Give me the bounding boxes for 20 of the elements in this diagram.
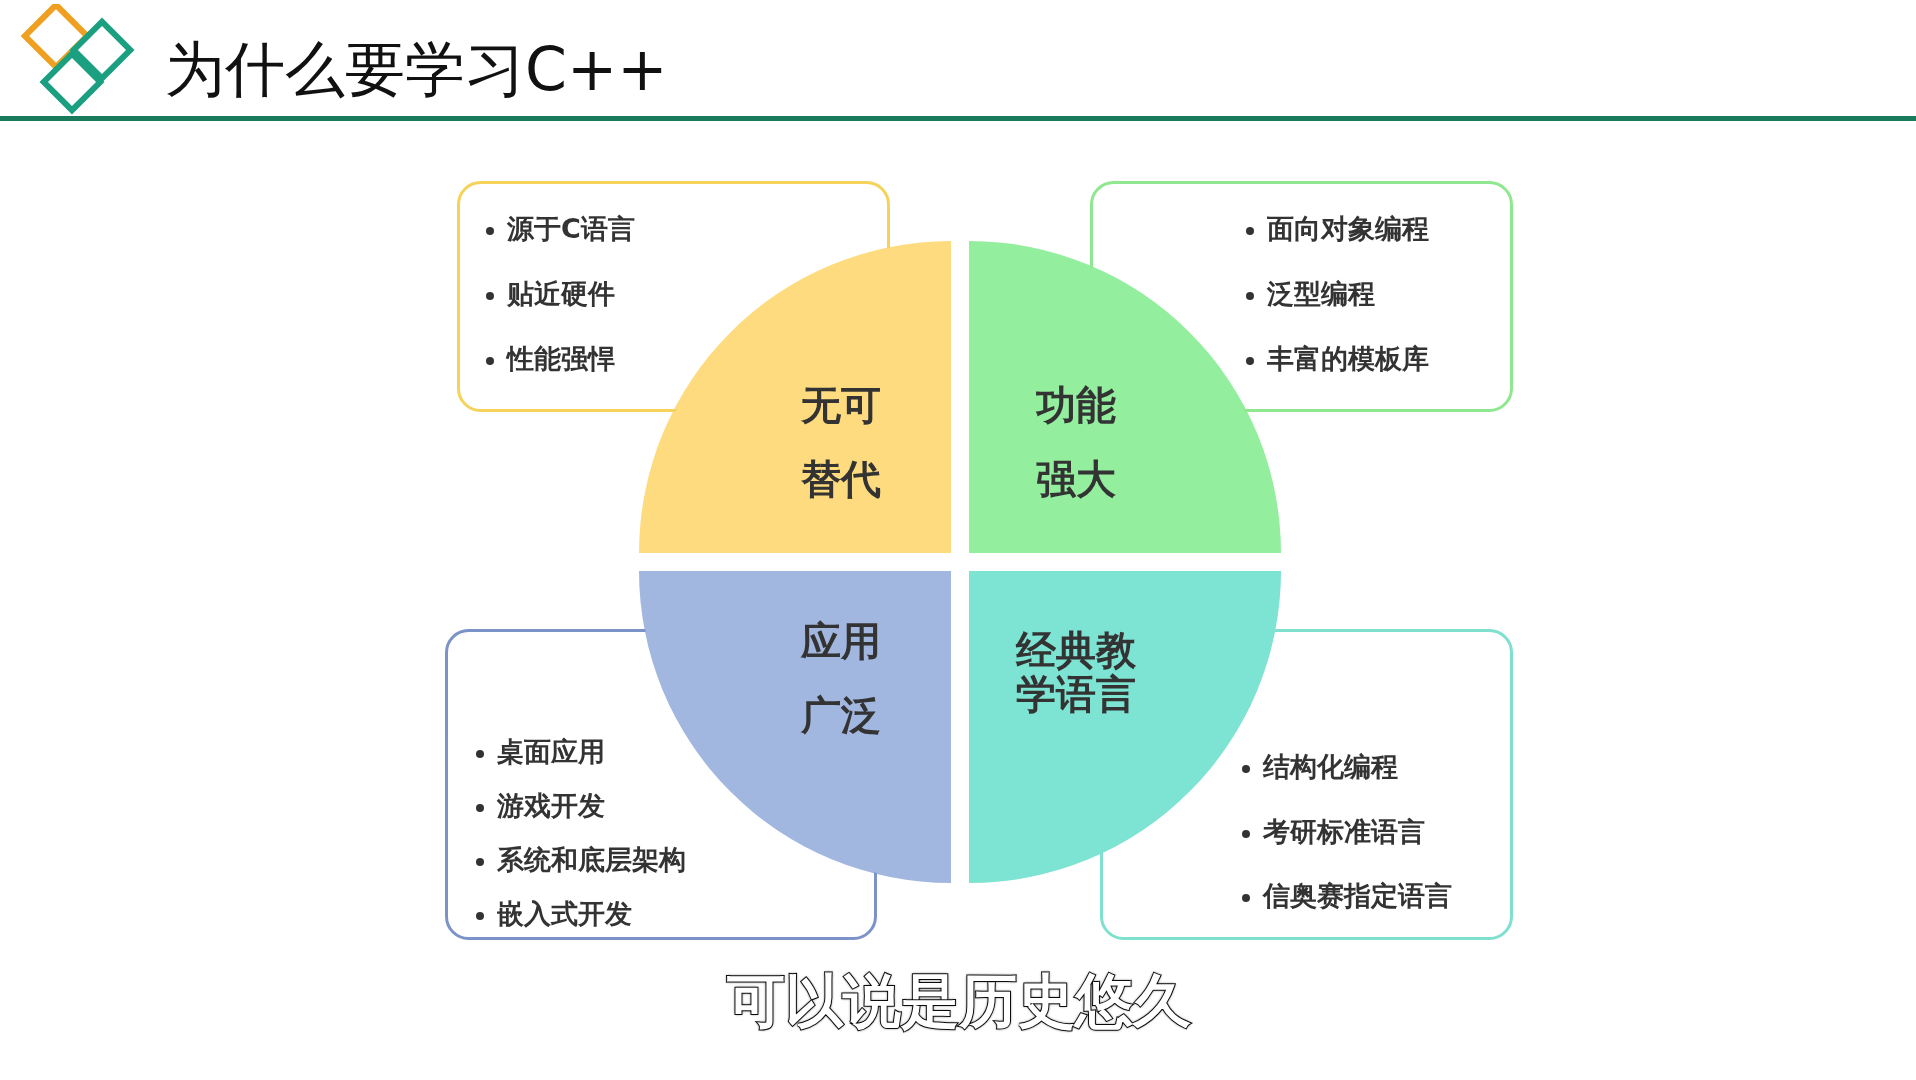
segment-heading: 功能强大 (1036, 381, 1117, 504)
bullet-item: 源于C语言 (507, 212, 635, 246)
segment-heading: 应用广泛 (801, 617, 882, 740)
bullet-item: 贴近硬件 (507, 277, 615, 311)
segment-heading: 经典教学语言 (1016, 628, 1137, 716)
quarter-circle-segment (639, 241, 951, 553)
bullet-item: 考研标准语言 (1263, 815, 1425, 849)
bullet-item: 系统和底层架构 (497, 843, 686, 877)
slide-title: 为什么要学习C++ (165, 33, 668, 106)
bullet-item: 信奥赛指定语言 (1263, 879, 1452, 913)
bullet-item: 结构化编程 (1263, 750, 1398, 784)
bullet-item: 丰富的模板库 (1267, 342, 1429, 376)
segment-heading: 无可替代 (801, 381, 882, 504)
bullet-item: 嵌入式开发 (497, 897, 632, 931)
bullet-item: 性能强悍 (507, 342, 615, 376)
bullet-item: 游戏开发 (497, 789, 605, 823)
bullet-item: 面向对象编程 (1267, 212, 1429, 246)
bullet-item: 泛型编程 (1267, 277, 1375, 311)
bullet-item: 桌面应用 (497, 735, 605, 769)
subtitle-text: 可以说是历史悠久 (727, 966, 1191, 1037)
